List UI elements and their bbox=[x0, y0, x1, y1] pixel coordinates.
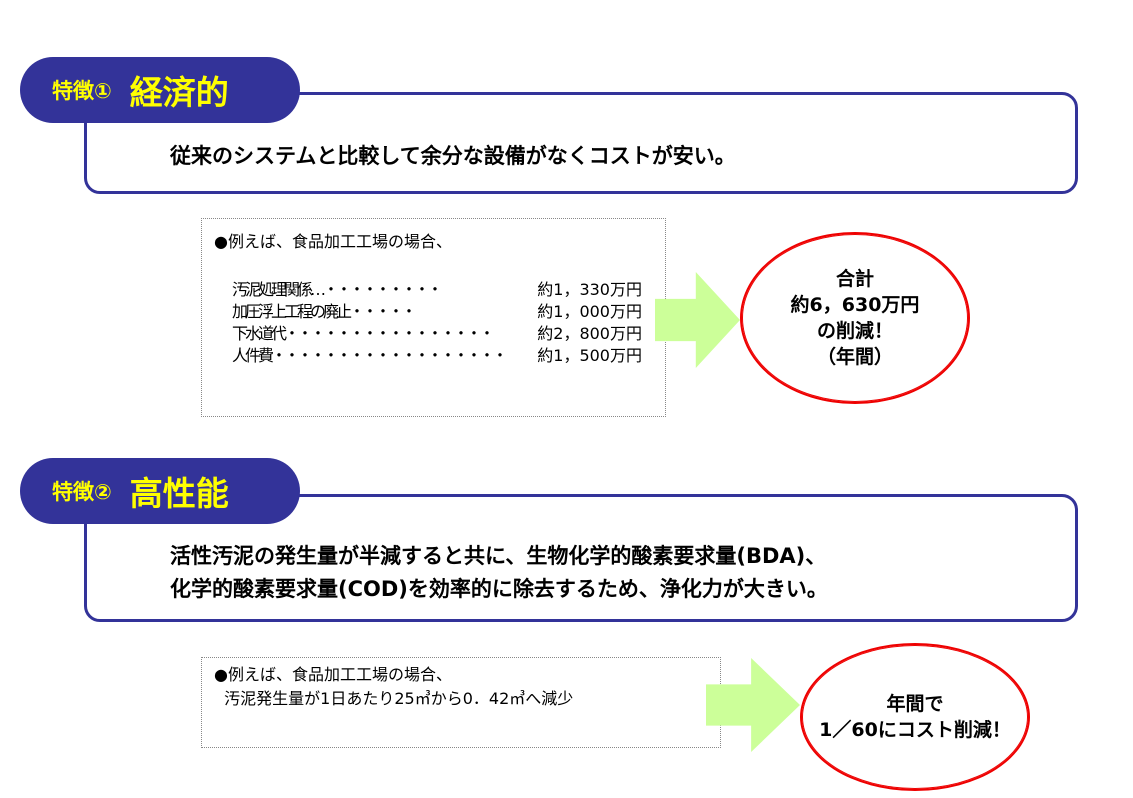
feature1-example-box: ●例えば、食品加工工場の場合、 汚泥処理関係…・・・・・・・・・ 約1，330万円… bbox=[201, 218, 666, 417]
cost-label: 汚泥処理関係…・・・・・・・・・ bbox=[232, 280, 443, 299]
feature2-example-line: 汚泥発生量が1日あたり25㎥から0．42㎥へ減少 bbox=[214, 689, 574, 708]
cost-item: 下水道代・・・・・・・・・・・・・・・・ 約2，800万円 bbox=[232, 323, 642, 345]
cost-item: 加圧浮上工程の廃止・・・・・ 約1，000万円 bbox=[232, 301, 642, 323]
feature1-badge-label: 特徴① bbox=[52, 79, 112, 103]
feature1-badge: 特徴① 経済的 bbox=[20, 57, 300, 123]
feature1-example-intro: ●例えば、食品加工工場の場合、 bbox=[214, 232, 452, 251]
feature1-cost-list: 汚泥処理関係…・・・・・・・・・約1，330万円 加圧浮上工程の廃止・・・・・約… bbox=[232, 279, 642, 367]
feature2-example-box: ●例えば、食品加工工場の場合、 汚泥発生量が1日あたり25㎥から0．42㎥へ減少 bbox=[201, 657, 721, 748]
feature1-description: 従来のシステムと比較して余分な設備がなくコストが安い。 bbox=[170, 144, 736, 168]
description-line: 活性汚泥の発生量が半減すると共に、生物化学的酸素要求量(BDA)、 bbox=[170, 544, 827, 568]
feature2-title: 高性能 bbox=[129, 474, 229, 513]
result-line: （年間） bbox=[816, 346, 893, 368]
cost-label: 加圧浮上工程の廃止・・・・・ bbox=[232, 302, 417, 321]
result-line: 年間で bbox=[886, 693, 944, 715]
description-line: 化学的酸素要求量(COD)を効率的に除去するため、浄化力が大きい。 bbox=[170, 577, 828, 601]
result-line: 合計 bbox=[835, 268, 874, 290]
cost-item: 人件費・・・・・・・・・・・・・・・・・・ 約1，500万円 bbox=[232, 345, 642, 367]
result-line: 1／60にコスト削減！ bbox=[819, 719, 1011, 741]
feature2-badge-label: 特徴② bbox=[52, 480, 112, 504]
cost-value: 約1，500万円 bbox=[537, 346, 642, 365]
feature1-title: 経済的 bbox=[129, 73, 229, 112]
cost-label: 人件費・・・・・・・・・・・・・・・・・・ bbox=[232, 346, 508, 365]
cost-value: 約1，000万円 bbox=[537, 302, 642, 321]
cost-value: 約1，330万円 bbox=[537, 280, 642, 299]
cost-value: 約2，800万円 bbox=[537, 324, 642, 343]
feature2-badge: 特徴② 高性能 bbox=[20, 458, 300, 524]
feature1-result-ellipse: 合計 約6，630万円 の削減！ （年間） bbox=[740, 232, 970, 404]
result-line: 約6，630万円 bbox=[790, 294, 920, 316]
cost-item: 汚泥処理関係…・・・・・・・・・ 約1，330万円 bbox=[232, 279, 642, 301]
result-line: の削減！ bbox=[816, 320, 893, 342]
right-arrow-icon bbox=[655, 272, 740, 368]
feature2-result-ellipse: 年間で 1／60にコスト削減！ bbox=[800, 643, 1030, 791]
cost-label: 下水道代・・・・・・・・・・・・・・・・ bbox=[232, 324, 495, 343]
feature2-example-line: ●例えば、食品加工工場の場合、 bbox=[214, 665, 452, 684]
feature2-description: 活性汚泥の発生量が半減すると共に、生物化学的酸素要求量(BDA)、 化学的酸素要… bbox=[170, 540, 828, 606]
